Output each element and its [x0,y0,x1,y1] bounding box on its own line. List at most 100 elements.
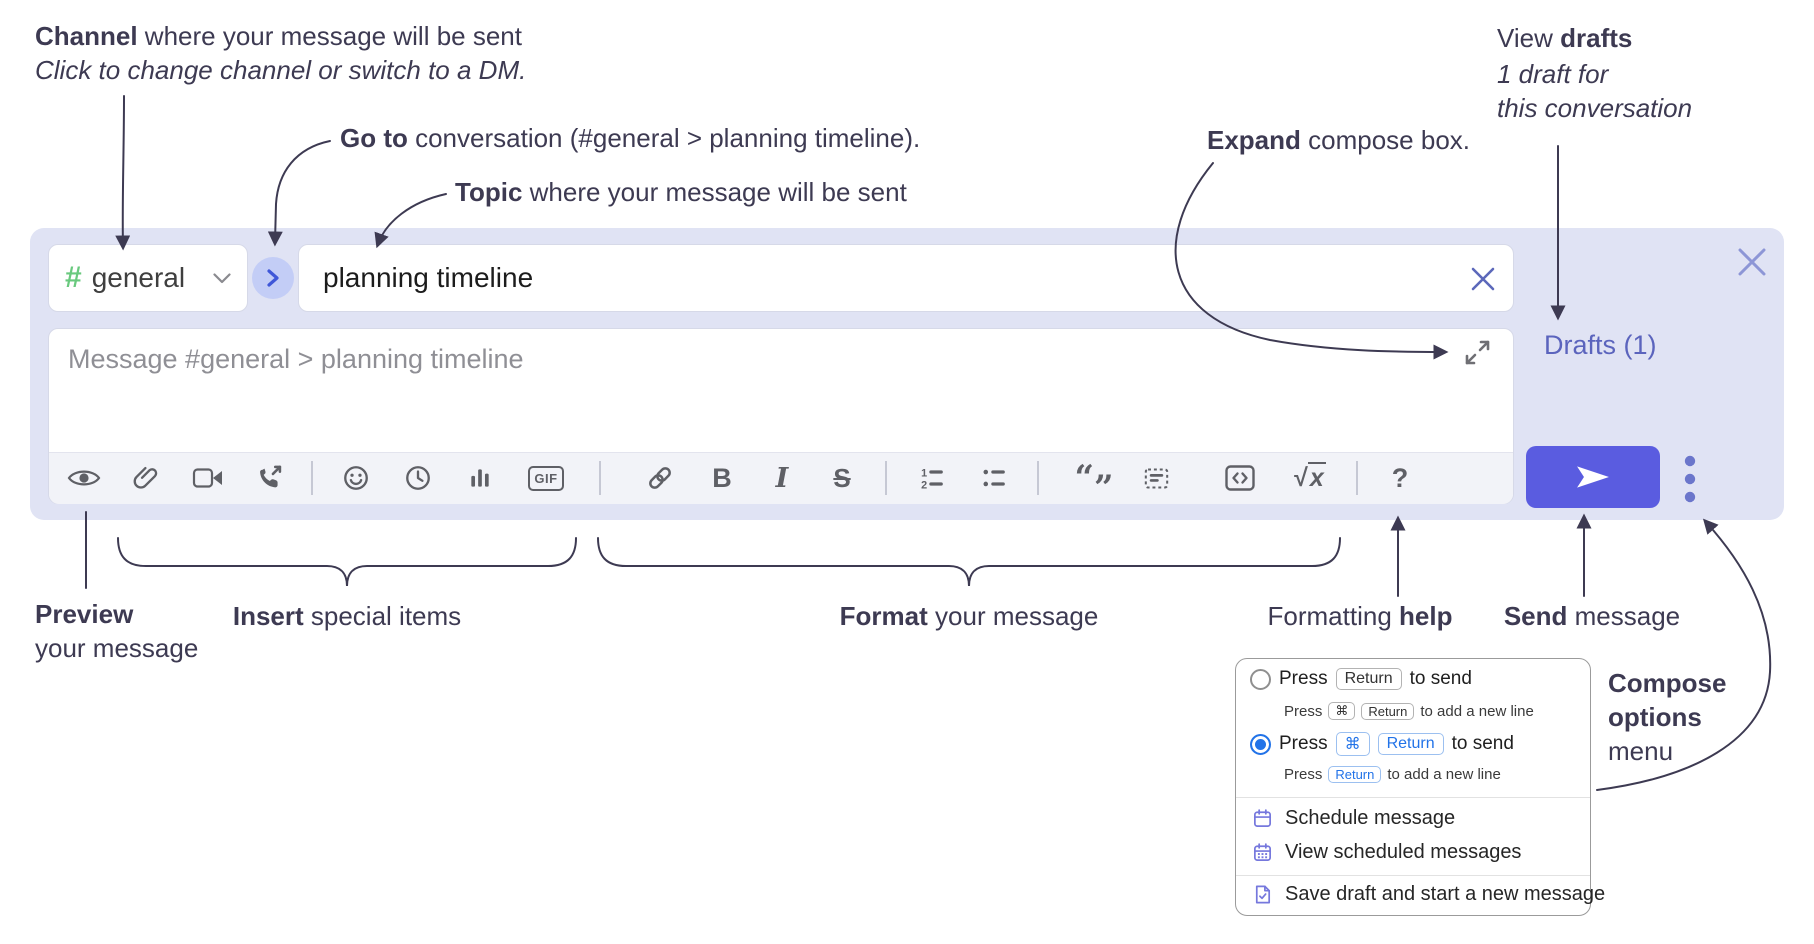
numbered-list-button[interactable]: 1 2 [910,456,954,500]
toolbar-divider [599,461,601,495]
channel-hash-icon: # [65,261,82,294]
calendar-grid-icon [1254,843,1271,861]
formatting-help-annotation: Formatting help [1267,601,1453,631]
clock-icon [406,466,430,490]
return-key: Return [1377,733,1444,755]
audio-call-button[interactable] [248,456,292,500]
close-icon [1738,248,1766,276]
view-drafts-annotation-line3: this conversation [1497,93,1693,123]
radio-selected-icon[interactable] [1250,733,1271,755]
video-camera-icon [192,468,222,488]
compose-options-annotation: Compose options menu [1608,668,1727,766]
enter-sends-option-sub: Press ⌘ Return to add a new line [1284,702,1534,720]
chevron-right-icon [267,269,279,287]
calendar-icon [1254,809,1271,827]
link-button[interactable] [638,456,682,500]
view-drafts-annotation-line2: 1 draft for [1497,59,1609,89]
topic-annotation: Topic where your message will be sent [455,177,907,207]
math-button[interactable]: √x [1288,456,1332,500]
insert-annotation: Insert special items [232,601,462,631]
global-time-button[interactable] [396,456,440,500]
channel-name: general [91,262,186,293]
svg-text:2: 2 [921,479,927,491]
code-button[interactable] [1218,456,1262,500]
preview-button[interactable] [62,456,106,500]
attach-file-button[interactable] [124,456,168,500]
return-key: Return [1328,766,1382,783]
channel-annotation: Channel where your message will be sent [35,21,522,51]
chevron-down-icon [213,272,231,283]
send-button[interactable] [1526,446,1660,508]
channel-arrow [115,95,131,251]
bulleted-list-button[interactable] [972,456,1016,500]
svg-text:1: 1 [921,467,927,479]
channel-annotation-sub: Click to change channel or switch to a D… [35,55,527,85]
code-icon [1225,465,1255,491]
close-compose-button[interactable] [1737,247,1767,282]
gif-button[interactable]: GIF [524,456,568,500]
send-icon [1577,466,1609,488]
quote-icon: “” [1074,458,1114,508]
view-drafts-annotation: View drafts [1497,23,1633,53]
emoji-button[interactable] [334,456,378,500]
phone-call-icon [260,465,282,488]
topic-input[interactable]: planning timeline [298,244,1514,312]
poll-button[interactable] [458,456,502,500]
question-mark-icon: ? [1391,462,1409,493]
expand-compose-button[interactable] [1464,339,1491,371]
clear-topic-button[interactable] [1470,266,1496,297]
toolbar-divider [1037,461,1039,495]
send-annotation: Send message [1503,601,1681,631]
numbered-list-icon: 1 2 [921,467,943,491]
vertical-ellipsis-icon [1684,455,1696,503]
return-key: Return [1361,702,1415,720]
close-icon [1471,267,1495,291]
go-to-conversation-button[interactable] [252,257,294,299]
bulleted-list-icon [983,469,1005,487]
quote-button[interactable]: “” [1072,456,1116,508]
return-key: Return [1335,668,1402,690]
preview-annotation: Preview [35,599,134,629]
compose-toolbar [49,452,1513,504]
radio-unselected-icon[interactable] [1250,668,1271,690]
enter-sends-option[interactable]: Press Return to send [1250,668,1472,690]
strikethrough-button[interactable]: S [820,456,864,500]
spoiler-button[interactable] [1134,456,1178,500]
menu-item-save-draft[interactable]: Save draft and start a new message [1252,883,1605,906]
smiley-icon [344,466,368,490]
italic-icon: I [775,462,789,494]
math-icon: √x [1294,461,1326,492]
goto-arrow [267,140,331,247]
toolbar-divider [311,461,313,495]
cmd-enter-sends-option[interactable]: Press ⌘ Return to send [1250,732,1514,756]
bold-button[interactable]: B [700,456,744,500]
menu-item-view-scheduled-messages[interactable]: View scheduled messages [1252,841,1521,864]
link-icon [649,467,671,489]
cmd-key: ⌘ [1335,732,1370,756]
save-draft-icon [1255,885,1271,904]
expand-annotation: Expand compose box. [1207,125,1471,155]
topic-value: planning timeline [323,262,534,293]
drafts-link[interactable]: Drafts (1) [1544,330,1657,360]
spoiler-icon [1144,467,1168,489]
goto-annotation: Go to conversation (#general > planning … [340,123,921,153]
italic-button[interactable]: I [760,456,804,500]
paperclip-icon [133,466,158,489]
strikethrough-icon: S [833,462,851,493]
format-annotation: Format your message [839,601,1099,631]
menu-item-schedule-message[interactable]: Schedule message [1252,807,1455,830]
menu-divider [1236,797,1590,798]
toolbar-divider [1356,461,1358,495]
bar-chart-icon [471,469,489,487]
format-brace [597,537,1341,587]
toolbar-divider [885,461,887,495]
channel-selector[interactable]: # general [48,244,248,312]
cmd-enter-sends-option-sub: Press Return to add a new line [1284,766,1501,783]
video-call-button[interactable] [186,456,230,500]
preview-annotation-line2: your message [35,633,199,663]
compose-options-button[interactable] [1683,454,1697,511]
gif-icon: GIF [528,465,564,491]
message-formatting-help-button[interactable]: ? [1378,456,1422,500]
message-placeholder: Message #general > planning timeline [68,344,524,374]
